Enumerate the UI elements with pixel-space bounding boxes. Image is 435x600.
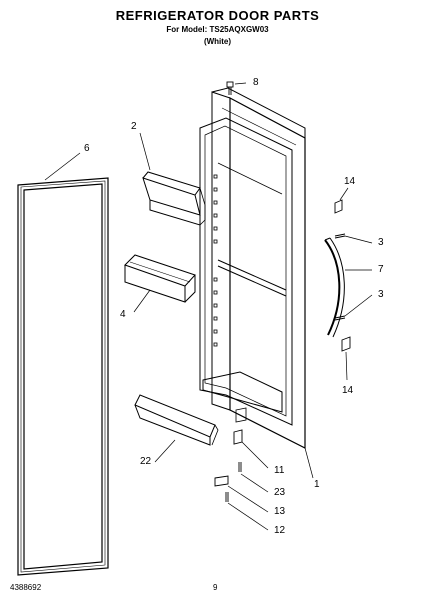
hardware-parts bbox=[214, 81, 351, 502]
door-shelf-bin-part bbox=[124, 254, 196, 303]
lower-door-bin-part bbox=[134, 394, 219, 446]
callout-8: 8 bbox=[253, 77, 259, 88]
callout-4: 4 bbox=[120, 309, 126, 320]
door-gasket-part bbox=[17, 177, 109, 576]
callout-3: 3 bbox=[378, 237, 384, 248]
page-number: 9 bbox=[213, 583, 218, 592]
callout-23: 23 bbox=[274, 487, 286, 498]
callout-14-lower: 14 bbox=[342, 385, 354, 396]
callout-7: 7 bbox=[378, 264, 384, 275]
callout-11: 11 bbox=[274, 465, 285, 476]
color-line: (White) bbox=[203, 37, 232, 46]
callout-3-lower: 3 bbox=[378, 289, 384, 300]
callout-1: 1 bbox=[314, 479, 320, 490]
callout-22: 22 bbox=[140, 456, 152, 467]
callout-2: 2 bbox=[131, 121, 137, 132]
part-number: 4388692 bbox=[10, 583, 42, 592]
callout-13: 13 bbox=[274, 506, 286, 517]
callout-14: 14 bbox=[344, 176, 356, 187]
callout-6: 6 bbox=[84, 143, 90, 154]
refrigerator-door-part bbox=[199, 87, 306, 449]
dairy-door-part bbox=[142, 171, 206, 226]
leader-lines bbox=[44, 82, 373, 531]
model-line: For Model: TS25AQXGW03 bbox=[166, 25, 269, 34]
door-handle-part bbox=[324, 237, 345, 338]
diagram-title: REFRIGERATOR DOOR PARTS bbox=[115, 8, 320, 23]
callout-12: 12 bbox=[274, 525, 286, 536]
